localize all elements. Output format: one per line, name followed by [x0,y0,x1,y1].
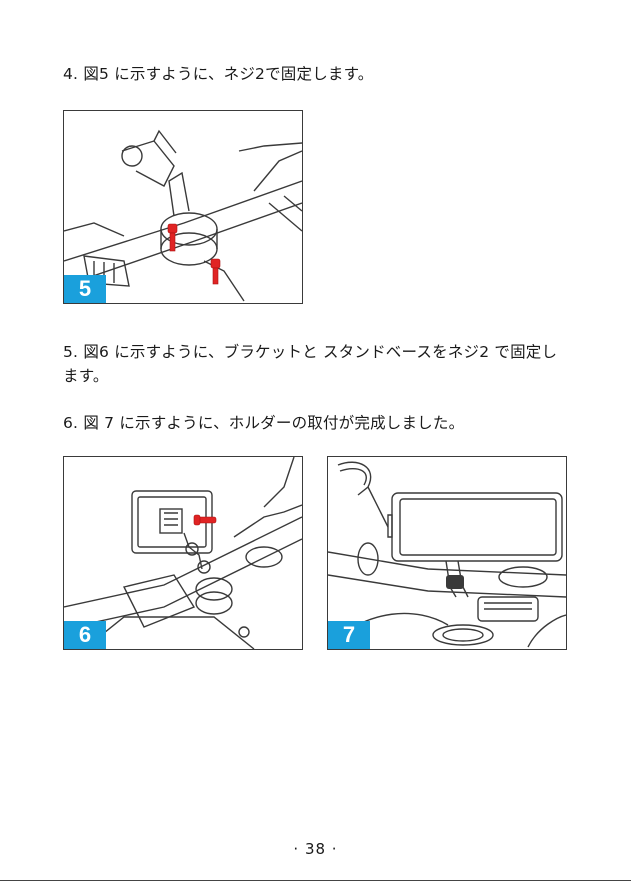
figure-7: 7 [327,456,567,650]
step-4-text: 4. 図5 に示すように、ネジ2で固定します。 [63,62,568,86]
step-5-text: 5. 図6 に示すように、ブラケットと スタンドベースをネジ2 で固定します。 [63,340,568,388]
step-6-text: 6. 図 7 に示すように、ホルダーの取付が完成しました。 [63,411,568,435]
figure-7-badge: 7 [328,621,370,649]
bottom-rule [0,880,631,881]
figure-5-badge: 5 [64,275,106,303]
figure-6-badge: 6 [64,621,106,649]
figure-5: 5 [63,110,303,304]
page-number: · 38 · [0,840,631,858]
figure-6: 6 [63,456,303,650]
